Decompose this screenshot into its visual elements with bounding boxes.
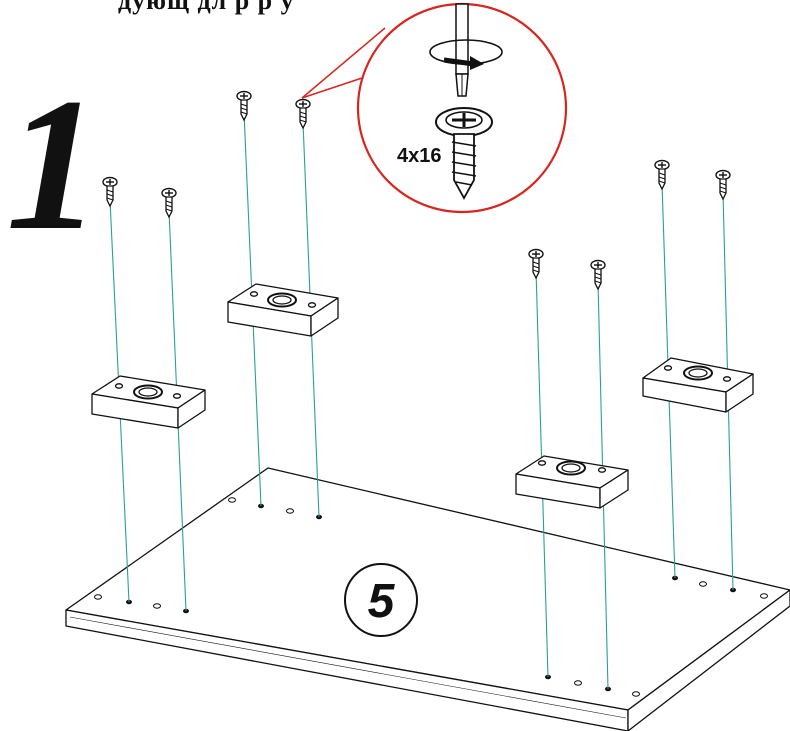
step-number: 1 [6,60,101,270]
screw-icon [715,169,731,200]
mounting-block [515,455,629,509]
mounting-block [227,283,339,337]
mounting-block [91,375,206,429]
part-number-badge: 5 [344,563,418,637]
part-number-label: 5 [368,575,396,628]
rotation-arrow-icon [429,39,503,70]
screw-icon [236,90,252,121]
screw-detail-icon [435,107,493,200]
screw-size-label: 4x16 [397,145,442,167]
screw-detail-callout: 4x16 [301,2,568,214]
screw-icon [102,176,118,207]
mounting-block [642,357,754,413]
panel-side-face [627,589,790,731]
screw-icon [654,159,670,190]
screwdriver-icon [455,3,469,97]
screw-icon [528,248,544,279]
base-panel [65,467,790,731]
panel-front-face [65,609,629,731]
screw-icon [295,98,311,129]
screw-icon [590,259,606,290]
instruction-header: дующ дл р р у [118,0,295,15]
screw-icon [161,187,177,218]
